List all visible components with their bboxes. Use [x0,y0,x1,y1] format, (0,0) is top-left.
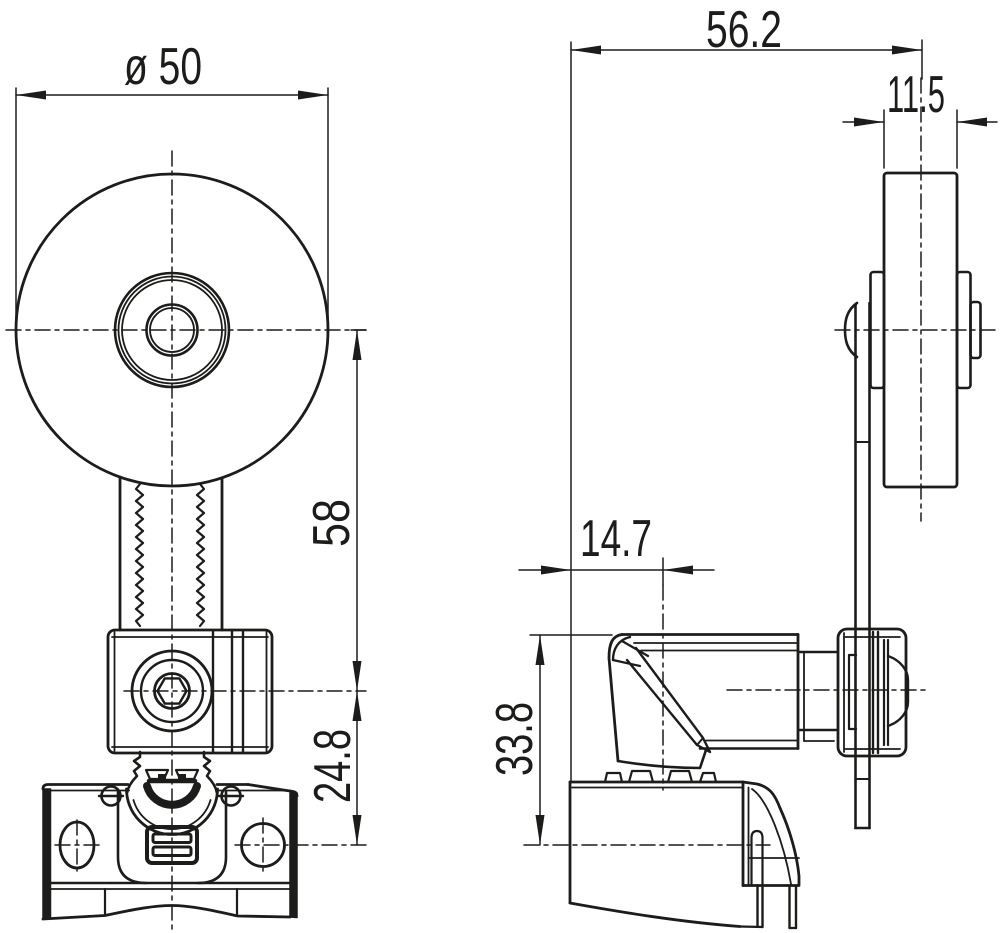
side-view-centerlines [523,77,999,846]
roller-front [14,172,330,488]
dimension-head-height [529,634,613,846]
lever-arm-side [854,301,871,830]
label-plate [145,825,199,865]
switch-head-side [607,627,910,770]
dimension-label-overall-depth: 56.2 [706,1,782,59]
lever-arm-front [118,475,224,632]
dimension-label-roller-diameter: ø 50 [124,38,202,96]
mounting-slot-left [58,820,96,870]
dimension-label-roller-width: 11.5 [887,66,945,124]
dimensions [15,39,998,846]
side-view [523,77,999,930]
dimension-label-head-height: 33.8 [486,702,544,776]
dimension-clamp-offset [352,690,362,846]
dimension-head-offset [518,557,715,586]
hex-socket-icon [156,677,188,705]
front-view [5,150,367,931]
axle-screw-head [843,301,859,359]
dimension-lever-length [350,329,367,692]
dimension-roller-width [842,109,998,169]
dimension-label-head-offset: 14.7 [580,510,652,568]
dimension-overall-depth [570,39,923,783]
switch-body-front [41,783,299,921]
clamp-block-front [106,628,274,755]
dimension-label-clamp-offset: 24.8 [304,729,362,803]
dimension-label-lever-length: 58 [303,499,361,547]
shaft-end-dome [886,654,910,728]
switch-body-side [568,769,801,930]
dimension-roller-diameter [15,87,329,323]
roller-side [843,171,982,489]
mounting-hole-right [240,822,286,868]
